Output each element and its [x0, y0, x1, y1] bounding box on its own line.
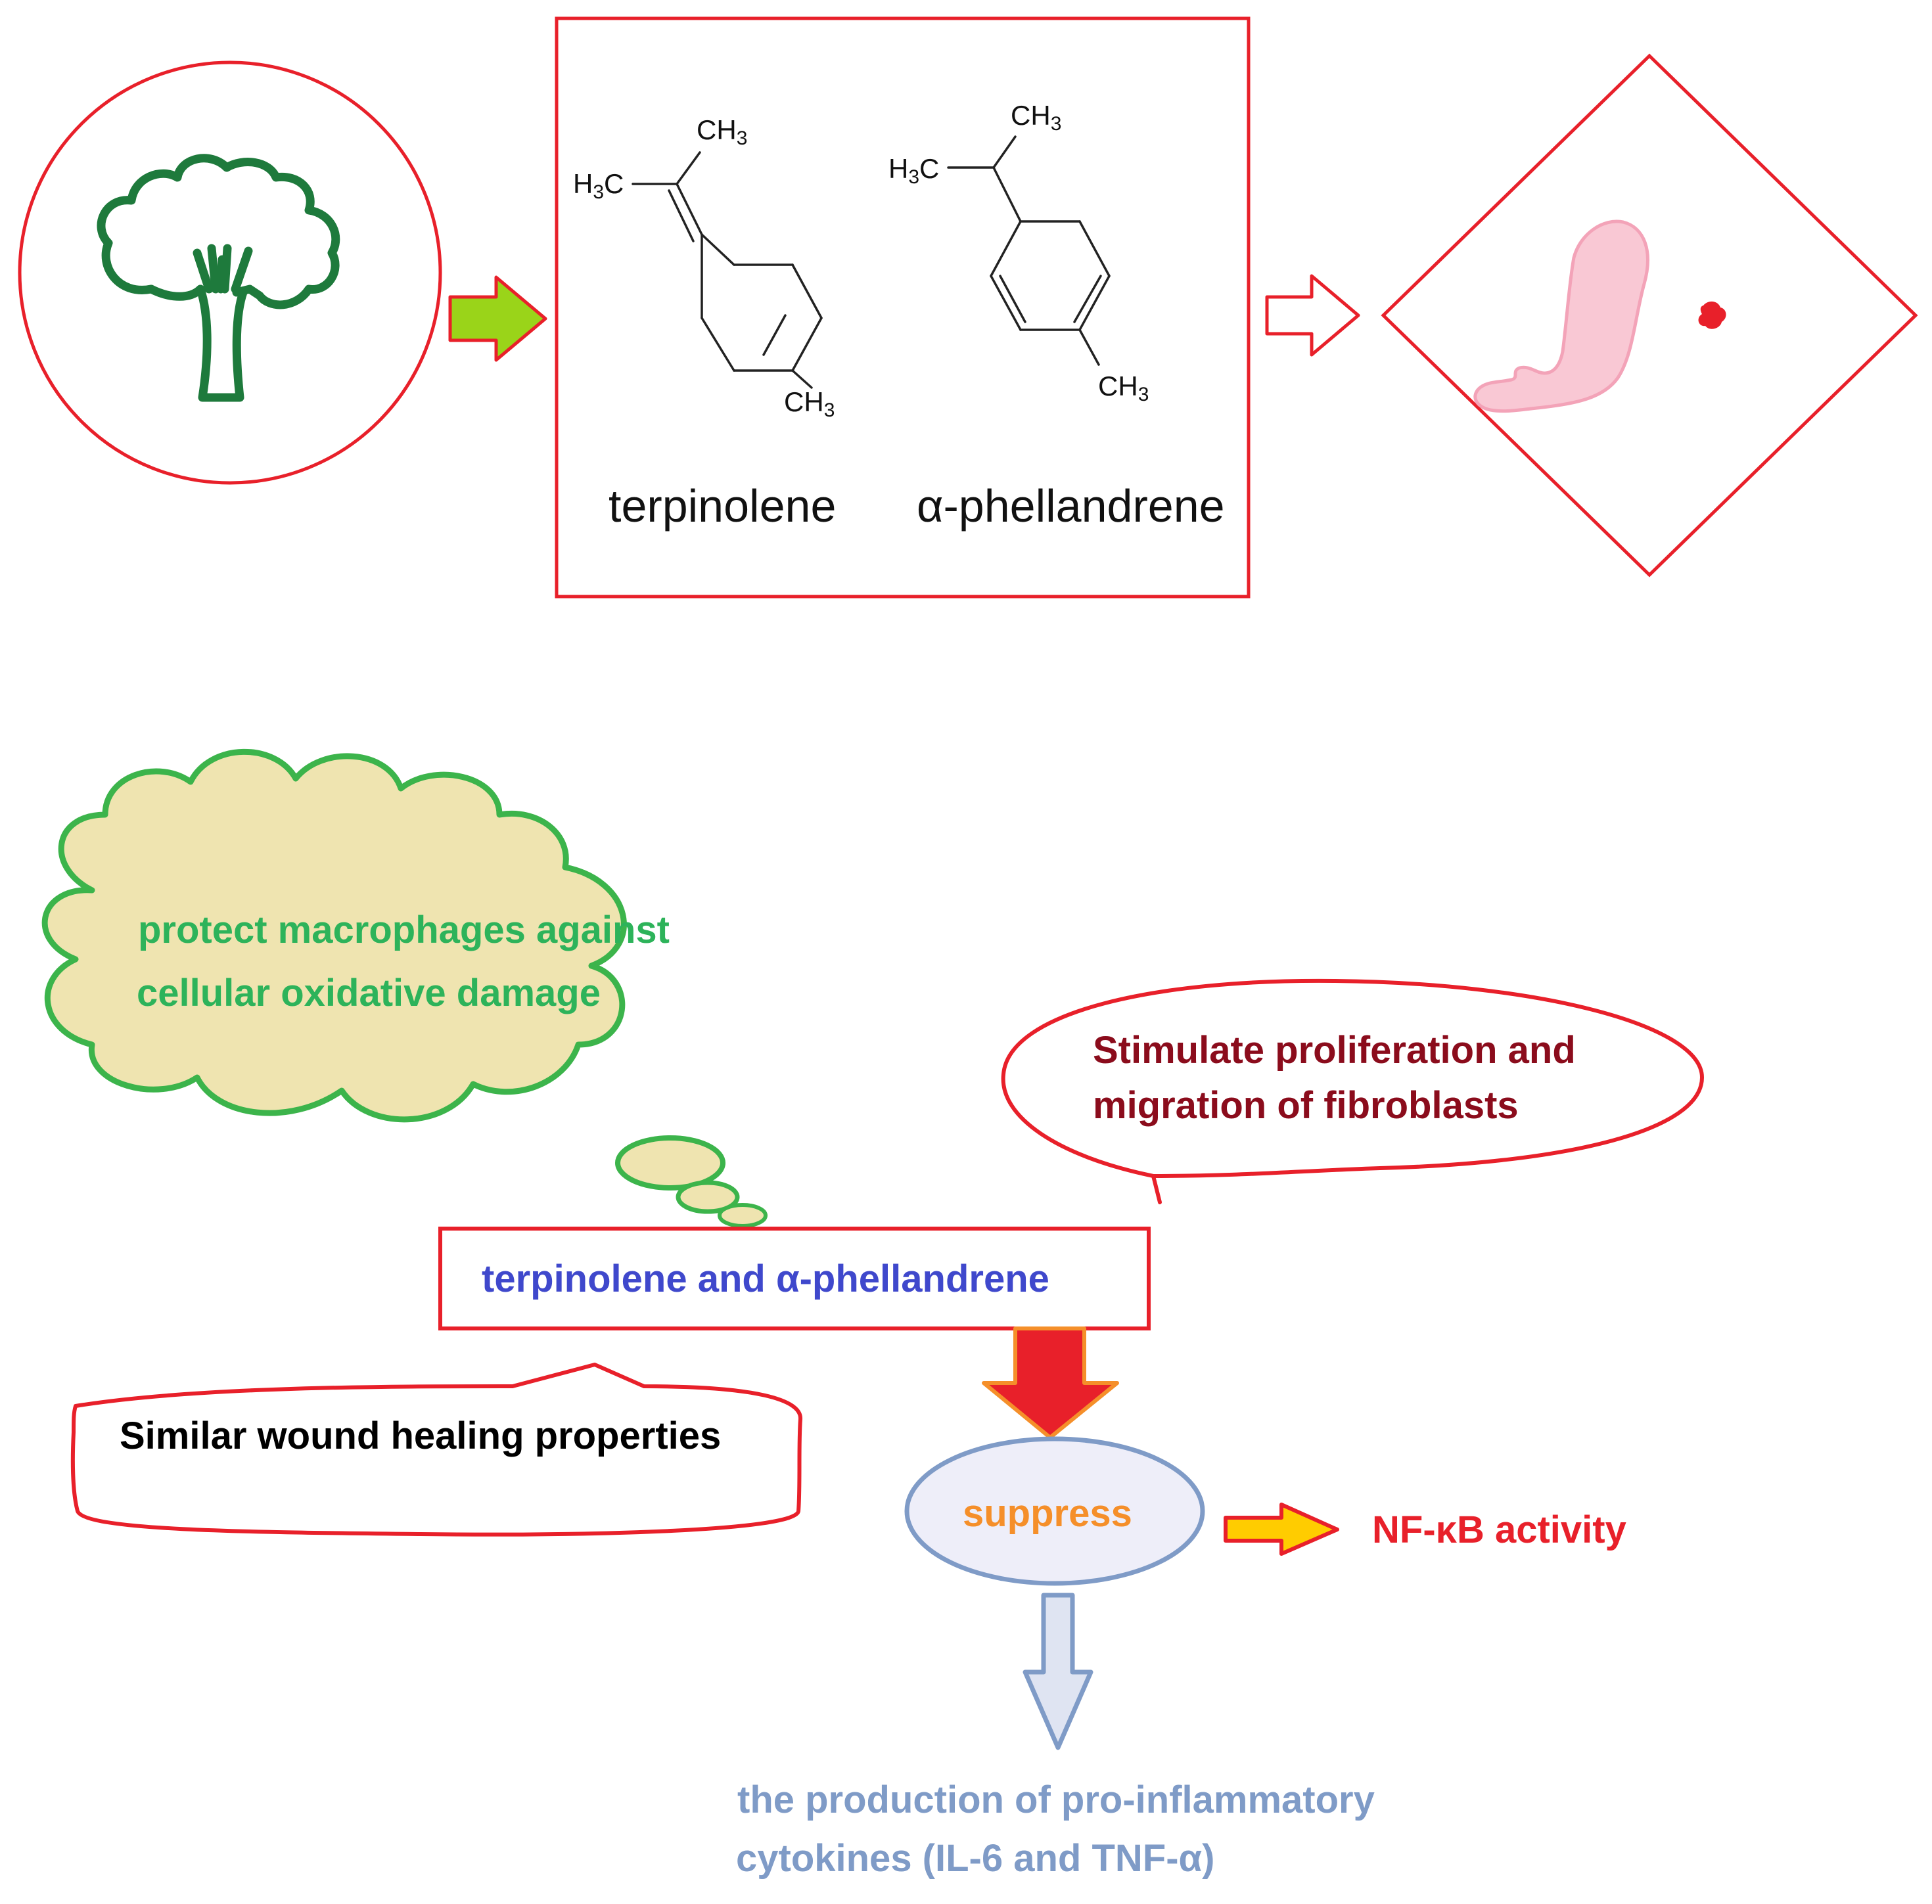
tree-icon	[97, 154, 340, 402]
cytokine-down-arrow	[1023, 1593, 1093, 1750]
wound-spot	[1698, 301, 1726, 329]
cytokine-text-line1: the production of pro-inflammatory	[737, 1779, 1375, 1821]
cytokine-text-line2: cytokines (IL-6 and TNF-α)	[736, 1837, 1215, 1880]
source-to-molecules-arrow	[448, 275, 547, 362]
plant-source-circle	[18, 60, 442, 485]
terp-h3c-text: H3C	[573, 168, 624, 203]
phellandrene-structure	[947, 135, 1111, 366]
phel-ch3-bottom-text: CH3	[1098, 371, 1149, 405]
phellandrene-ch3-top: CH3	[1011, 100, 1061, 135]
cloud-text-line1: protect macrophages against	[138, 909, 670, 951]
arm-wound-icon	[1473, 219, 1726, 413]
phellandrene-ch3-bottom: CH3	[1098, 371, 1149, 406]
wound-healing-text: Similar wound healing properties	[120, 1415, 722, 1457]
thought-cloud	[41, 748, 768, 1228]
terpinolene-ch3-bottom: CH3	[784, 386, 835, 422]
phellandrene-h3c-left: H3C	[888, 153, 939, 189]
speech-text-line1: Stimulate proliferation and	[1093, 1029, 1576, 1072]
fibroblast-speech-bubble	[1001, 978, 1704, 1204]
terp-ch3-bottom-text: CH3	[784, 386, 835, 421]
arm-fillshape	[1473, 219, 1649, 413]
terpinolene-ch3-top: CH3	[697, 114, 747, 150]
nfkb-text: NF-κB activity	[1372, 1508, 1626, 1551]
suppress-text: suppress	[963, 1492, 1132, 1535]
terpinolene-h3c-left: H3C	[573, 168, 624, 204]
wound-diamond	[1381, 53, 1918, 578]
center-compounds-box	[438, 1227, 1151, 1330]
phel-ch3-top-text: CH3	[1011, 100, 1062, 135]
terp-ch3-top-text: CH3	[697, 114, 748, 149]
suppress-ellipse	[904, 1436, 1205, 1586]
terpinolene-name: terpinolene	[609, 480, 837, 532]
wound-healing-bubble	[70, 1363, 802, 1537]
down-arrow-red	[982, 1326, 1119, 1439]
terpinolene-structure	[632, 151, 823, 389]
speech-text-line2: migration of fibroblasts	[1093, 1084, 1519, 1127]
molecules-to-wound-arrow	[1265, 274, 1360, 357]
center-box-text: terpinolene and α-phellandrene	[482, 1258, 1049, 1300]
phellandrene-name: α-phellandrene	[917, 480, 1225, 532]
phel-h3c-text: H3C	[888, 153, 940, 188]
nfkb-arrow	[1224, 1503, 1339, 1556]
molecules-box	[555, 16, 1251, 599]
cloud-text-line2: cellular oxidative damage	[137, 972, 601, 1014]
